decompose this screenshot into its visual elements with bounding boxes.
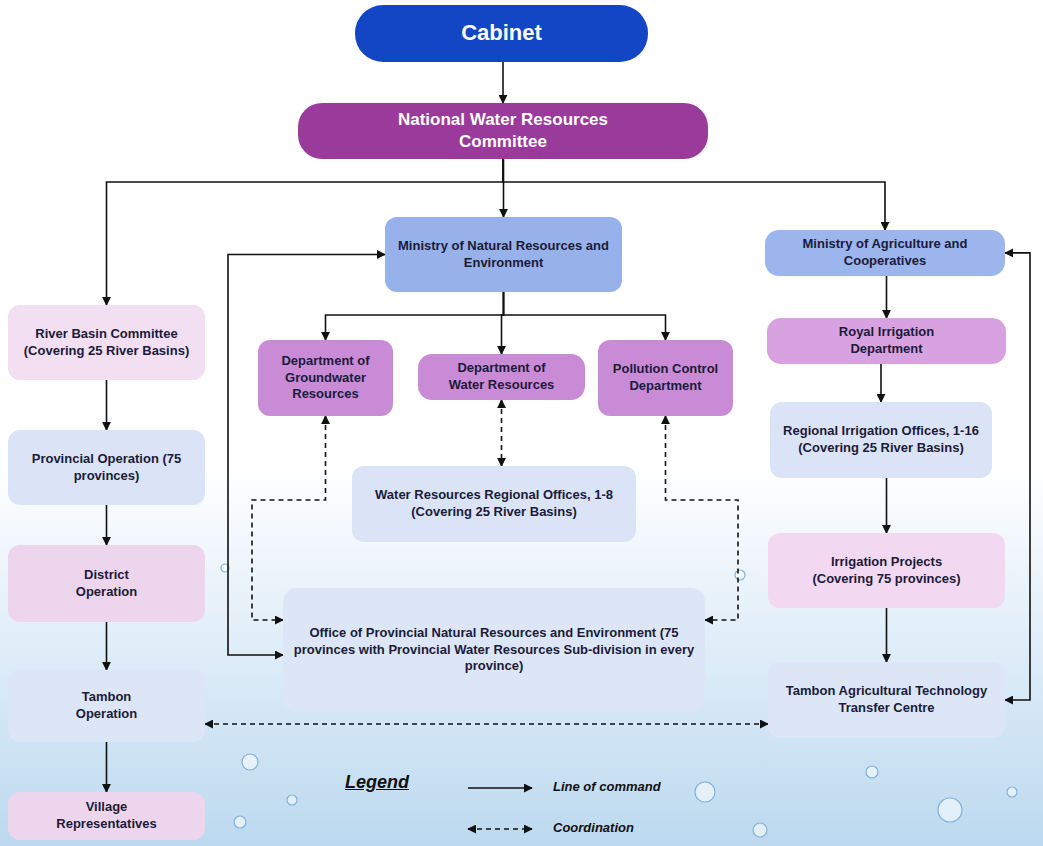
- command-connector: [106, 622, 108, 670]
- representative-box: Village Representatives: [8, 792, 205, 840]
- ministry-box: Ministry of Natural Resources and Enviro…: [385, 217, 622, 292]
- node-label: Department of Water Resources: [439, 360, 564, 394]
- node-label: Pollution Control Department: [604, 361, 727, 395]
- committee-box: National Water Resources Committee: [298, 103, 708, 159]
- command-connector: [502, 62, 504, 103]
- node-label: Ministry of Natural Resources and Enviro…: [396, 238, 611, 272]
- node-label: Department of Groundwater Resources: [267, 353, 385, 404]
- legend-label: Line of command: [553, 779, 661, 794]
- command-connector: [886, 478, 888, 533]
- node-label: Provincial Operation (75 provinces): [32, 451, 182, 485]
- command-connector: [504, 292, 666, 340]
- cabinet-box: Cabinet: [355, 5, 648, 62]
- command-connector: [106, 505, 108, 545]
- operation-box: District Operation: [8, 545, 205, 622]
- operation-box: Provincial Operation (75 provinces): [8, 430, 205, 505]
- node-label: Ministry of Agriculture and Cooperatives: [795, 236, 975, 270]
- legend-sample-line: [468, 787, 532, 789]
- node-label: Cabinet: [461, 19, 542, 48]
- node-label: Irrigation Projects (Covering 75 provinc…: [799, 554, 974, 588]
- legend-label: Coordination: [553, 820, 634, 835]
- command-connector: [880, 364, 882, 402]
- legend-sample-line: [468, 828, 532, 830]
- node-label: Village Representatives: [44, 799, 169, 833]
- department-box: Department of Water Resources: [418, 354, 585, 400]
- ministry-box: Ministry of Agriculture and Cooperatives: [765, 230, 1005, 276]
- legend-heading: Legend: [345, 772, 409, 793]
- command-connector: [106, 380, 108, 430]
- committee-box: River Basin Committee (Covering 25 River…: [8, 305, 205, 380]
- office-box: Office of Provincial Natural Resources a…: [283, 588, 705, 712]
- node-label: District Operation: [57, 567, 157, 601]
- command-connector: [886, 276, 888, 318]
- node-label: Tambon Operation: [59, 689, 154, 723]
- node-label: Royal Irrigation Department: [817, 324, 957, 358]
- department-box: Royal Irrigation Department: [767, 318, 1006, 364]
- node-label: Water Resources Regional Offices, 1-8 (C…: [369, 487, 619, 521]
- coordination-connector: [501, 400, 503, 466]
- node-label: Regional Irrigation Offices, 1-16 (Cover…: [779, 423, 984, 457]
- department-box: Pollution Control Department: [598, 340, 733, 416]
- command-connector: [106, 742, 108, 792]
- coordination-connector: [205, 723, 768, 725]
- command-connector: [326, 292, 504, 340]
- node-label: Tambon Agricultural Technology Transfer …: [784, 683, 989, 717]
- command-connector: [886, 608, 888, 662]
- centre-box: Tambon Agricultural Technology Transfer …: [768, 662, 1005, 738]
- node-label: River Basin Committee (Covering 25 River…: [14, 326, 199, 360]
- node-label: National Water Resources Committee: [383, 109, 623, 153]
- node-label: Office of Provincial Natural Resources a…: [292, 625, 697, 676]
- operation-box: Tambon Operation: [8, 670, 205, 742]
- project-box: Irrigation Projects (Covering 75 provinc…: [768, 533, 1005, 608]
- department-box: Department of Groundwater Resources: [258, 340, 393, 416]
- office-box: Water Resources Regional Offices, 1-8 (C…: [352, 466, 636, 542]
- command-connector: [1005, 253, 1030, 700]
- office-box: Regional Irrigation Offices, 1-16 (Cover…: [770, 402, 992, 478]
